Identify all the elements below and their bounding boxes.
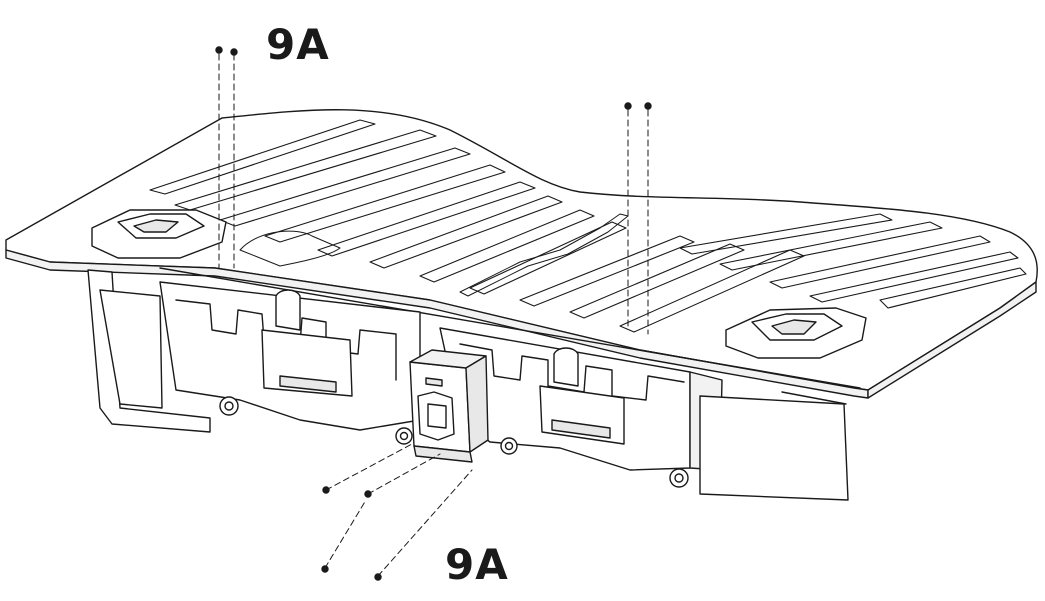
right-deck-housing [725, 307, 867, 359]
callout-label-bottom: 9A [445, 540, 509, 589]
screws-bottom [321, 443, 473, 581]
left-deck-housing [91, 209, 227, 259]
screws-top-right [624, 102, 652, 335]
left-leg [99, 289, 163, 409]
deck-slats-right [459, 213, 1027, 333]
callout-label-top: 9A [266, 20, 330, 69]
screws-top-left [215, 46, 238, 269]
right-under-frame [439, 327, 849, 501]
deck-slats-left [149, 119, 627, 295]
control-box [395, 349, 489, 463]
